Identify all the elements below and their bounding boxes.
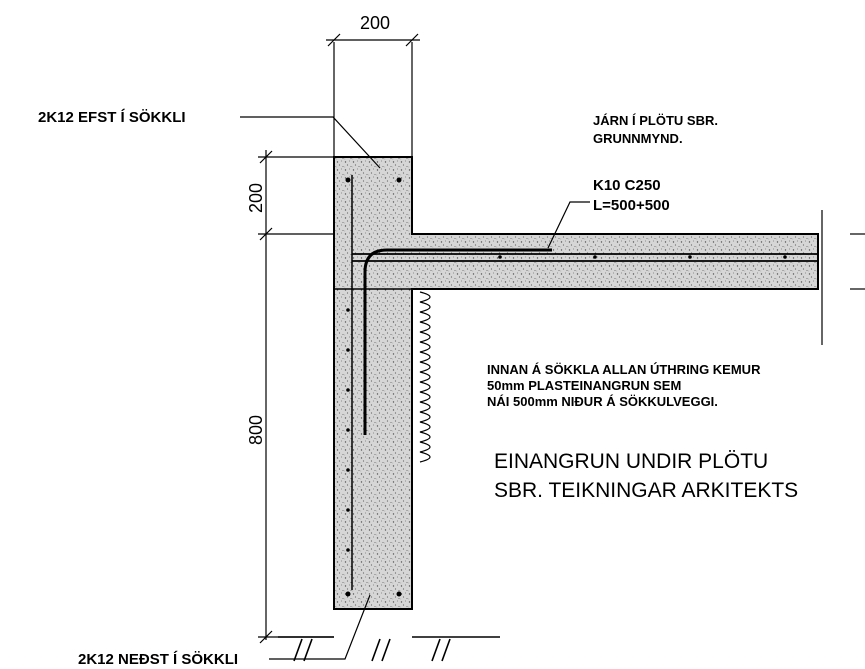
slab-rebar-label-1: JÁRN Í PLÖTU SBR. [593,113,718,128]
bent-bar-leader [547,201,590,249]
bent-bar-label-1: K10 C250 [593,177,661,194]
insulation-zigzag [419,291,431,463]
bent-bar-label-2: L=500+500 [593,197,670,214]
top-width-dimension [326,33,420,157]
rebar-dots [345,177,787,597]
bottom-rebar-label: 2K12 NEÐST Í SÖKKLI [78,651,238,668]
bent-rebar [363,248,552,435]
top-rebar-leader [240,116,381,169]
slab-insulation-note-2: SBR. TEIKNINGAR ARKITEKTS [494,479,798,502]
slab-height-label: 200 [246,183,266,213]
insulation-note-3: NÁI 500mm NIÐUR Á SÖKKULVEGGI. [487,394,718,409]
top-width-label: 200 [360,13,390,33]
slab-right-dimension [821,210,865,345]
left-height-dimension [258,150,334,644]
wall-height-label: 800 [246,415,266,445]
slab-rebar-label-2: GRUNNMYND. [593,131,683,146]
slab-insulation-note-1: EINANGRUN UNDIR PLÖTU [494,450,768,473]
insulation-note-2: 50mm PLASTEINANGRUN SEM [487,378,681,393]
top-rebar-label: 2K12 EFST Í SÖKKLI [38,109,186,126]
bottom-rebar-leader [269,594,371,660]
ground-line [278,636,500,662]
concrete-section [333,156,819,610]
insulation-note-1: INNAN Á SÖKKLA ALLAN ÚTHRING KEMUR [487,362,761,377]
